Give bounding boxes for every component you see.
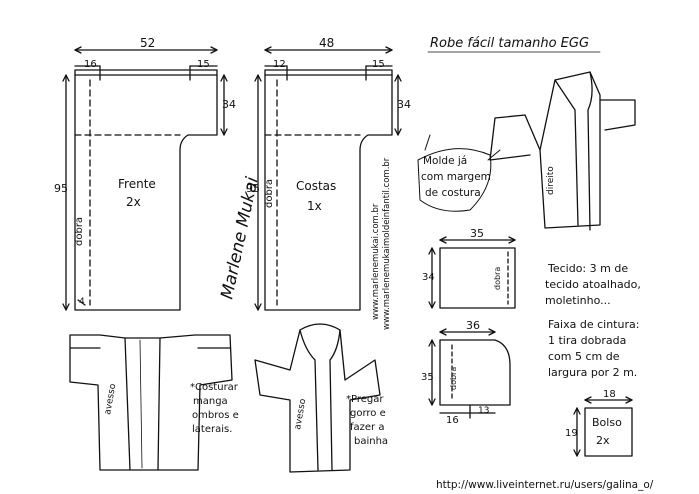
- footer-url: http://www.liveinternet.ru/users/galina_…: [436, 479, 654, 491]
- hood-height: 35: [421, 372, 434, 383]
- right-side-label: direito: [546, 166, 556, 195]
- sew-note-3: ombros e: [192, 410, 239, 421]
- sew-note-2: manga: [193, 396, 228, 407]
- watermark-2: www.marlenemukaimoldeinfantil.com.br: [382, 157, 392, 330]
- front-length-label: 95: [54, 182, 68, 195]
- belt-note-2: 1 tira dobrada: [548, 334, 626, 347]
- page-title: Robe fácil tamanho EGG: [430, 36, 589, 51]
- robe-hooded-illustration: [254, 323, 381, 473]
- back-piece: [254, 46, 402, 311]
- back-sleeve-label: 15: [372, 59, 385, 70]
- pocket-height: 19: [565, 428, 578, 439]
- hood-fold: dobra: [449, 367, 458, 390]
- watermark-1: www.marlenemukai.com.br: [371, 203, 381, 320]
- collar-fold: dobra: [493, 267, 502, 290]
- front-hem-label: 4: [79, 297, 85, 307]
- back-length-label: 95: [246, 182, 260, 195]
- note-bubble: [417, 148, 492, 212]
- robe-flat-illustration: [69, 334, 233, 471]
- reverse-label-2: avesso: [293, 398, 308, 431]
- back-count: 1x: [307, 199, 322, 213]
- collar-note-3: fazer a: [350, 422, 384, 433]
- front-sleeve-label: 15: [197, 59, 210, 70]
- hood-width: 36: [466, 319, 480, 332]
- robe-illustration: [489, 71, 636, 231]
- pocket-width: 18: [603, 389, 616, 400]
- fabric-note-3: moletinho...: [545, 294, 611, 307]
- front-fold-label: dobra: [74, 217, 85, 246]
- collar-note-4: bainha: [354, 436, 388, 447]
- pocket-name: Bolso: [592, 416, 622, 429]
- collar-note-2: gorro e: [350, 408, 386, 419]
- fabric-note-2: tecido atoalhado,: [545, 278, 641, 291]
- belt-note-4: largura por 2 m.: [548, 366, 637, 379]
- sew-note-4: laterais.: [192, 424, 232, 435]
- back-fold-label: dobra: [264, 179, 275, 208]
- belt-note-1: Faixa de cintura:: [548, 318, 639, 331]
- front-name: Frente: [118, 177, 156, 191]
- collar-piece: [428, 236, 516, 309]
- fabric-note-1: Tecido: 3 m de: [547, 262, 628, 275]
- collar-note-1: *Pregar: [346, 394, 384, 405]
- front-piece: [62, 46, 228, 311]
- collar-height: 34: [422, 272, 435, 283]
- hood-bottom-right: 13: [478, 406, 489, 416]
- hood-piece: [428, 328, 511, 419]
- front-sleeve-depth-label: 34: [222, 98, 236, 111]
- back-name: Costas: [296, 179, 336, 193]
- reverse-label-1: avesso: [103, 383, 118, 416]
- pocket-piece: [573, 396, 633, 457]
- pocket-count: 2x: [596, 434, 610, 447]
- collar-width: 35: [470, 227, 484, 240]
- back-shoulder-label: 12: [273, 59, 286, 70]
- seam-note-2: com margem: [421, 171, 491, 183]
- back-width-label: 48: [319, 36, 334, 50]
- seam-note-3: de costura: [425, 187, 481, 199]
- hood-bottom-left: 16: [446, 415, 459, 426]
- belt-note-3: com 5 cm de: [548, 350, 620, 363]
- front-shoulder-label: 16: [84, 59, 97, 70]
- back-sleeve-depth-label: 34: [397, 98, 411, 111]
- sew-note-1: *Costurar: [190, 382, 239, 393]
- front-count: 2x: [126, 195, 141, 209]
- seam-note-1: Molde já: [423, 155, 467, 167]
- front-width-label: 52: [140, 36, 155, 50]
